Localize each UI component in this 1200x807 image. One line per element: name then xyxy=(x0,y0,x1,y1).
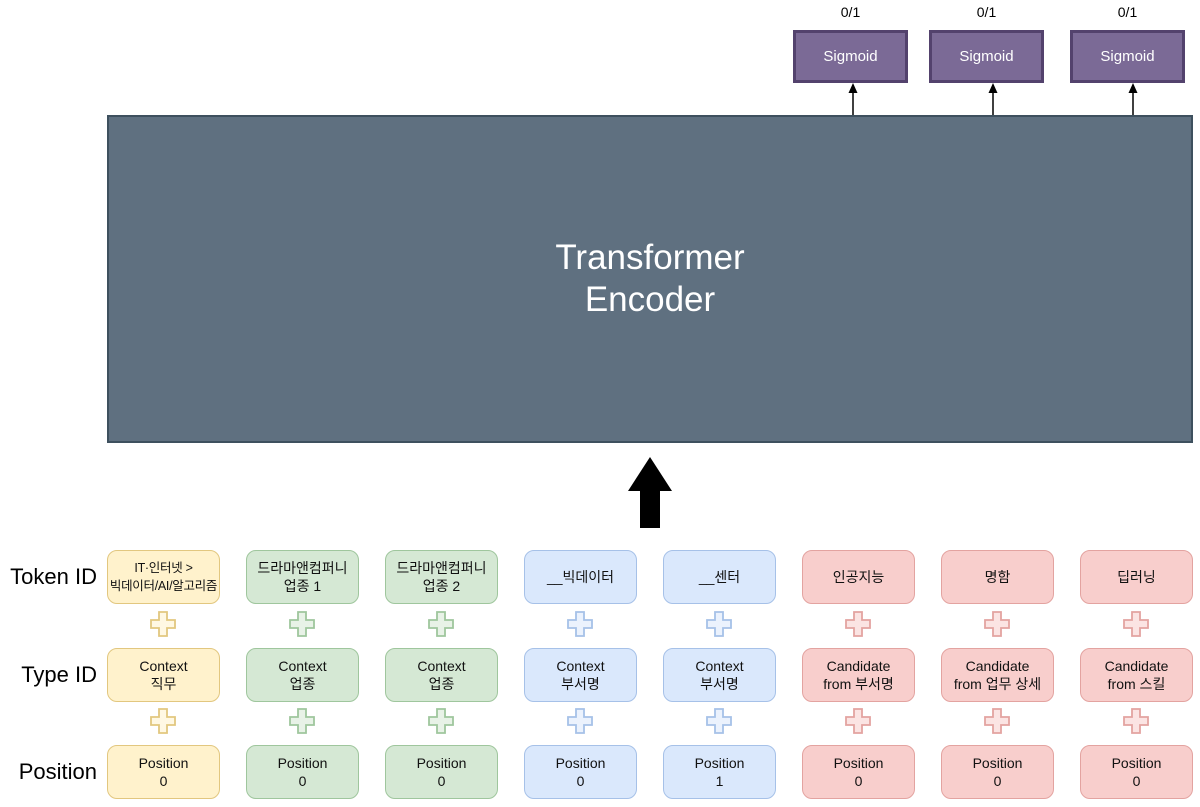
plus-icon xyxy=(1123,708,1149,734)
input-up-arrow-icon xyxy=(628,457,672,528)
token-box: 딥러닝 xyxy=(1080,550,1193,604)
token-box: IT·인터넷 >빅데이터/AI/알고리즘 xyxy=(107,550,220,604)
encoder-to-sigmoid-arrow-icon xyxy=(848,83,858,116)
encoder-title-line2: Encoder xyxy=(584,280,716,319)
plus-icon xyxy=(984,611,1010,637)
sigmoid-box: Sigmoid xyxy=(1070,30,1185,83)
plus-icon xyxy=(567,708,593,734)
encoder-to-sigmoid-arrow-icon xyxy=(988,83,998,116)
plus-icon xyxy=(289,611,315,637)
sigmoid-box: Sigmoid xyxy=(929,30,1044,83)
row-label-position: Position xyxy=(18,759,97,784)
plus-icon xyxy=(1123,611,1149,637)
sigmoid-label: Sigmoid xyxy=(1100,48,1155,65)
plus-icon xyxy=(706,611,732,637)
plus-icon xyxy=(984,708,1010,734)
sigmoid-label: Sigmoid xyxy=(823,48,878,65)
plus-icon xyxy=(706,708,732,734)
plus-icon xyxy=(150,708,176,734)
encoder-title-line1: Transformer xyxy=(555,238,745,277)
output-score-label: 0/1 xyxy=(976,4,997,20)
output-score-label: 0/1 xyxy=(1117,4,1138,20)
plus-icon xyxy=(567,611,593,637)
sigmoid-box: Sigmoid xyxy=(793,30,908,83)
encoder-to-sigmoid-arrow-icon xyxy=(1128,83,1138,116)
row-label-type-id: Type ID xyxy=(21,662,97,687)
sigmoid-label: Sigmoid xyxy=(959,48,1014,65)
plus-icon xyxy=(289,708,315,734)
plus-icon xyxy=(150,611,176,637)
transformer-encoder-box: Transformer Encoder xyxy=(107,115,1193,443)
plus-icon xyxy=(428,708,454,734)
plus-icon xyxy=(845,611,871,637)
row-label-token-id: Token ID xyxy=(10,564,97,589)
token-box: 명함 xyxy=(941,550,1054,604)
plus-icon xyxy=(845,708,871,734)
token-box: __센터 xyxy=(663,550,776,604)
token-box: __빅데이터 xyxy=(524,550,637,604)
output-score-label: 0/1 xyxy=(840,4,861,20)
token-box: 인공지능 xyxy=(802,550,915,604)
plus-icon xyxy=(428,611,454,637)
